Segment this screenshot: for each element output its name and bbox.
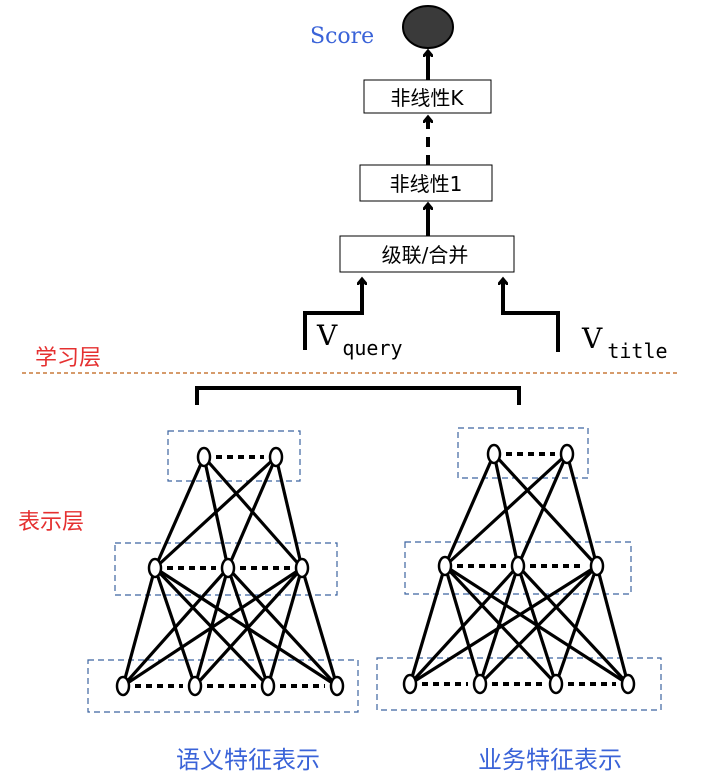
layer-box [114,542,338,596]
neuron [329,675,345,697]
neuron [187,675,203,697]
network-edge [595,565,630,685]
layer-box [167,430,301,482]
neuron [486,443,502,465]
network-edge [153,456,206,569]
nonlinear-1-label: 非线性1 [390,172,463,196]
neuron [559,443,575,465]
vquery-arrow [303,280,362,350]
network-edge [121,567,157,687]
layer-box [457,427,589,479]
network-edge [409,564,598,686]
network-edge [300,567,339,687]
network-edge [226,566,339,688]
neuron [548,673,564,695]
nonlinear-1-box [359,164,493,202]
network-edge [274,456,304,569]
nonlinear-k-box [363,79,492,114]
business-network [376,427,662,711]
network-edge [408,565,447,685]
network-edge [492,452,599,568]
neuron [402,673,418,695]
network-edge [554,565,599,685]
neuron [589,555,605,577]
neuron [196,446,212,468]
business-network-label: 业务特征表示 [478,746,622,774]
neuron [147,557,163,579]
network-edge [153,455,278,570]
tower-bracket [195,386,521,405]
neuron [510,555,526,577]
network-edge [478,565,520,685]
neuron [115,675,131,697]
network-edge [121,566,230,688]
network-edge [226,456,278,569]
network-edge [443,453,496,567]
neuron [472,673,488,695]
layer-box [404,541,632,595]
network-edge [443,452,569,568]
concat-box [339,235,515,273]
layer-box [87,659,359,713]
nonlinear-k-label: 非线性K [390,86,464,110]
network-edge [122,566,303,688]
layer-box [376,657,662,711]
vtitle-label: V title [581,322,668,363]
network-edge [408,564,520,686]
neuron [268,446,284,468]
neuron [620,673,636,695]
representation-layer-label: 表示层 [18,510,84,535]
vquery-label: V query [316,319,403,360]
score-label: Score [310,24,374,49]
network-edge [516,453,569,567]
network-edge [565,453,599,567]
network-edge [154,566,338,688]
neuron [437,555,453,577]
network-edge [193,566,304,688]
neuron [260,675,276,697]
learning-layer-label: 学习层 [35,346,101,371]
neuron [294,557,310,579]
vtitle-arrow [503,280,560,352]
semantic-network [87,430,359,713]
neuron [220,557,236,579]
network-edge [478,564,599,686]
network-edge [516,564,630,686]
concat-label: 级联/合并 [382,243,469,267]
semantic-network-label: 语义特征表示 [176,746,320,774]
network-edge [266,567,304,687]
score-node [402,5,454,49]
